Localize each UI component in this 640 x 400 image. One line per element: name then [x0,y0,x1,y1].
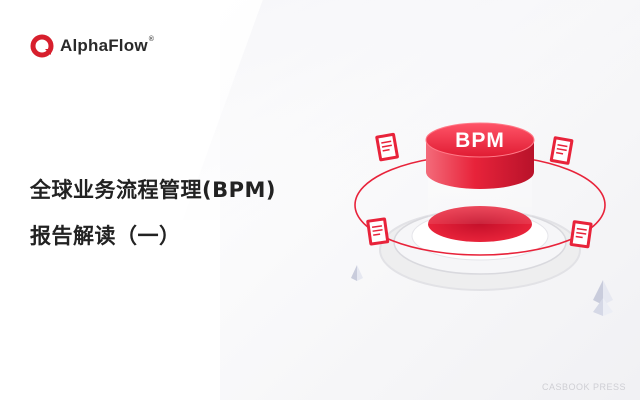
pyramid-icon [351,265,363,281]
document-icon [375,132,399,162]
pyramid-icon [593,280,613,316]
document-icon [549,136,574,165]
brand-logo[interactable]: AlphaFlow® [30,34,154,58]
headline-line-1: 全球业务流程管理(BPM) [30,178,276,202]
brand-name: AlphaFlow® [60,36,155,55]
bpm-platform-graphic: BPM [351,122,613,316]
bpm-illustration: BPM [340,100,640,360]
document-icon [569,220,593,249]
bpm-cylinder-top [425,122,535,158]
headline-line-2: 报告解读（一） [30,224,181,248]
document-icon [366,217,390,246]
registered-mark: ® [148,36,155,43]
bpm-cylinder-label: BPM [455,129,505,152]
watermark: CASBOOK PRESS [541,382,626,392]
alphaflow-logo-icon [30,34,54,58]
